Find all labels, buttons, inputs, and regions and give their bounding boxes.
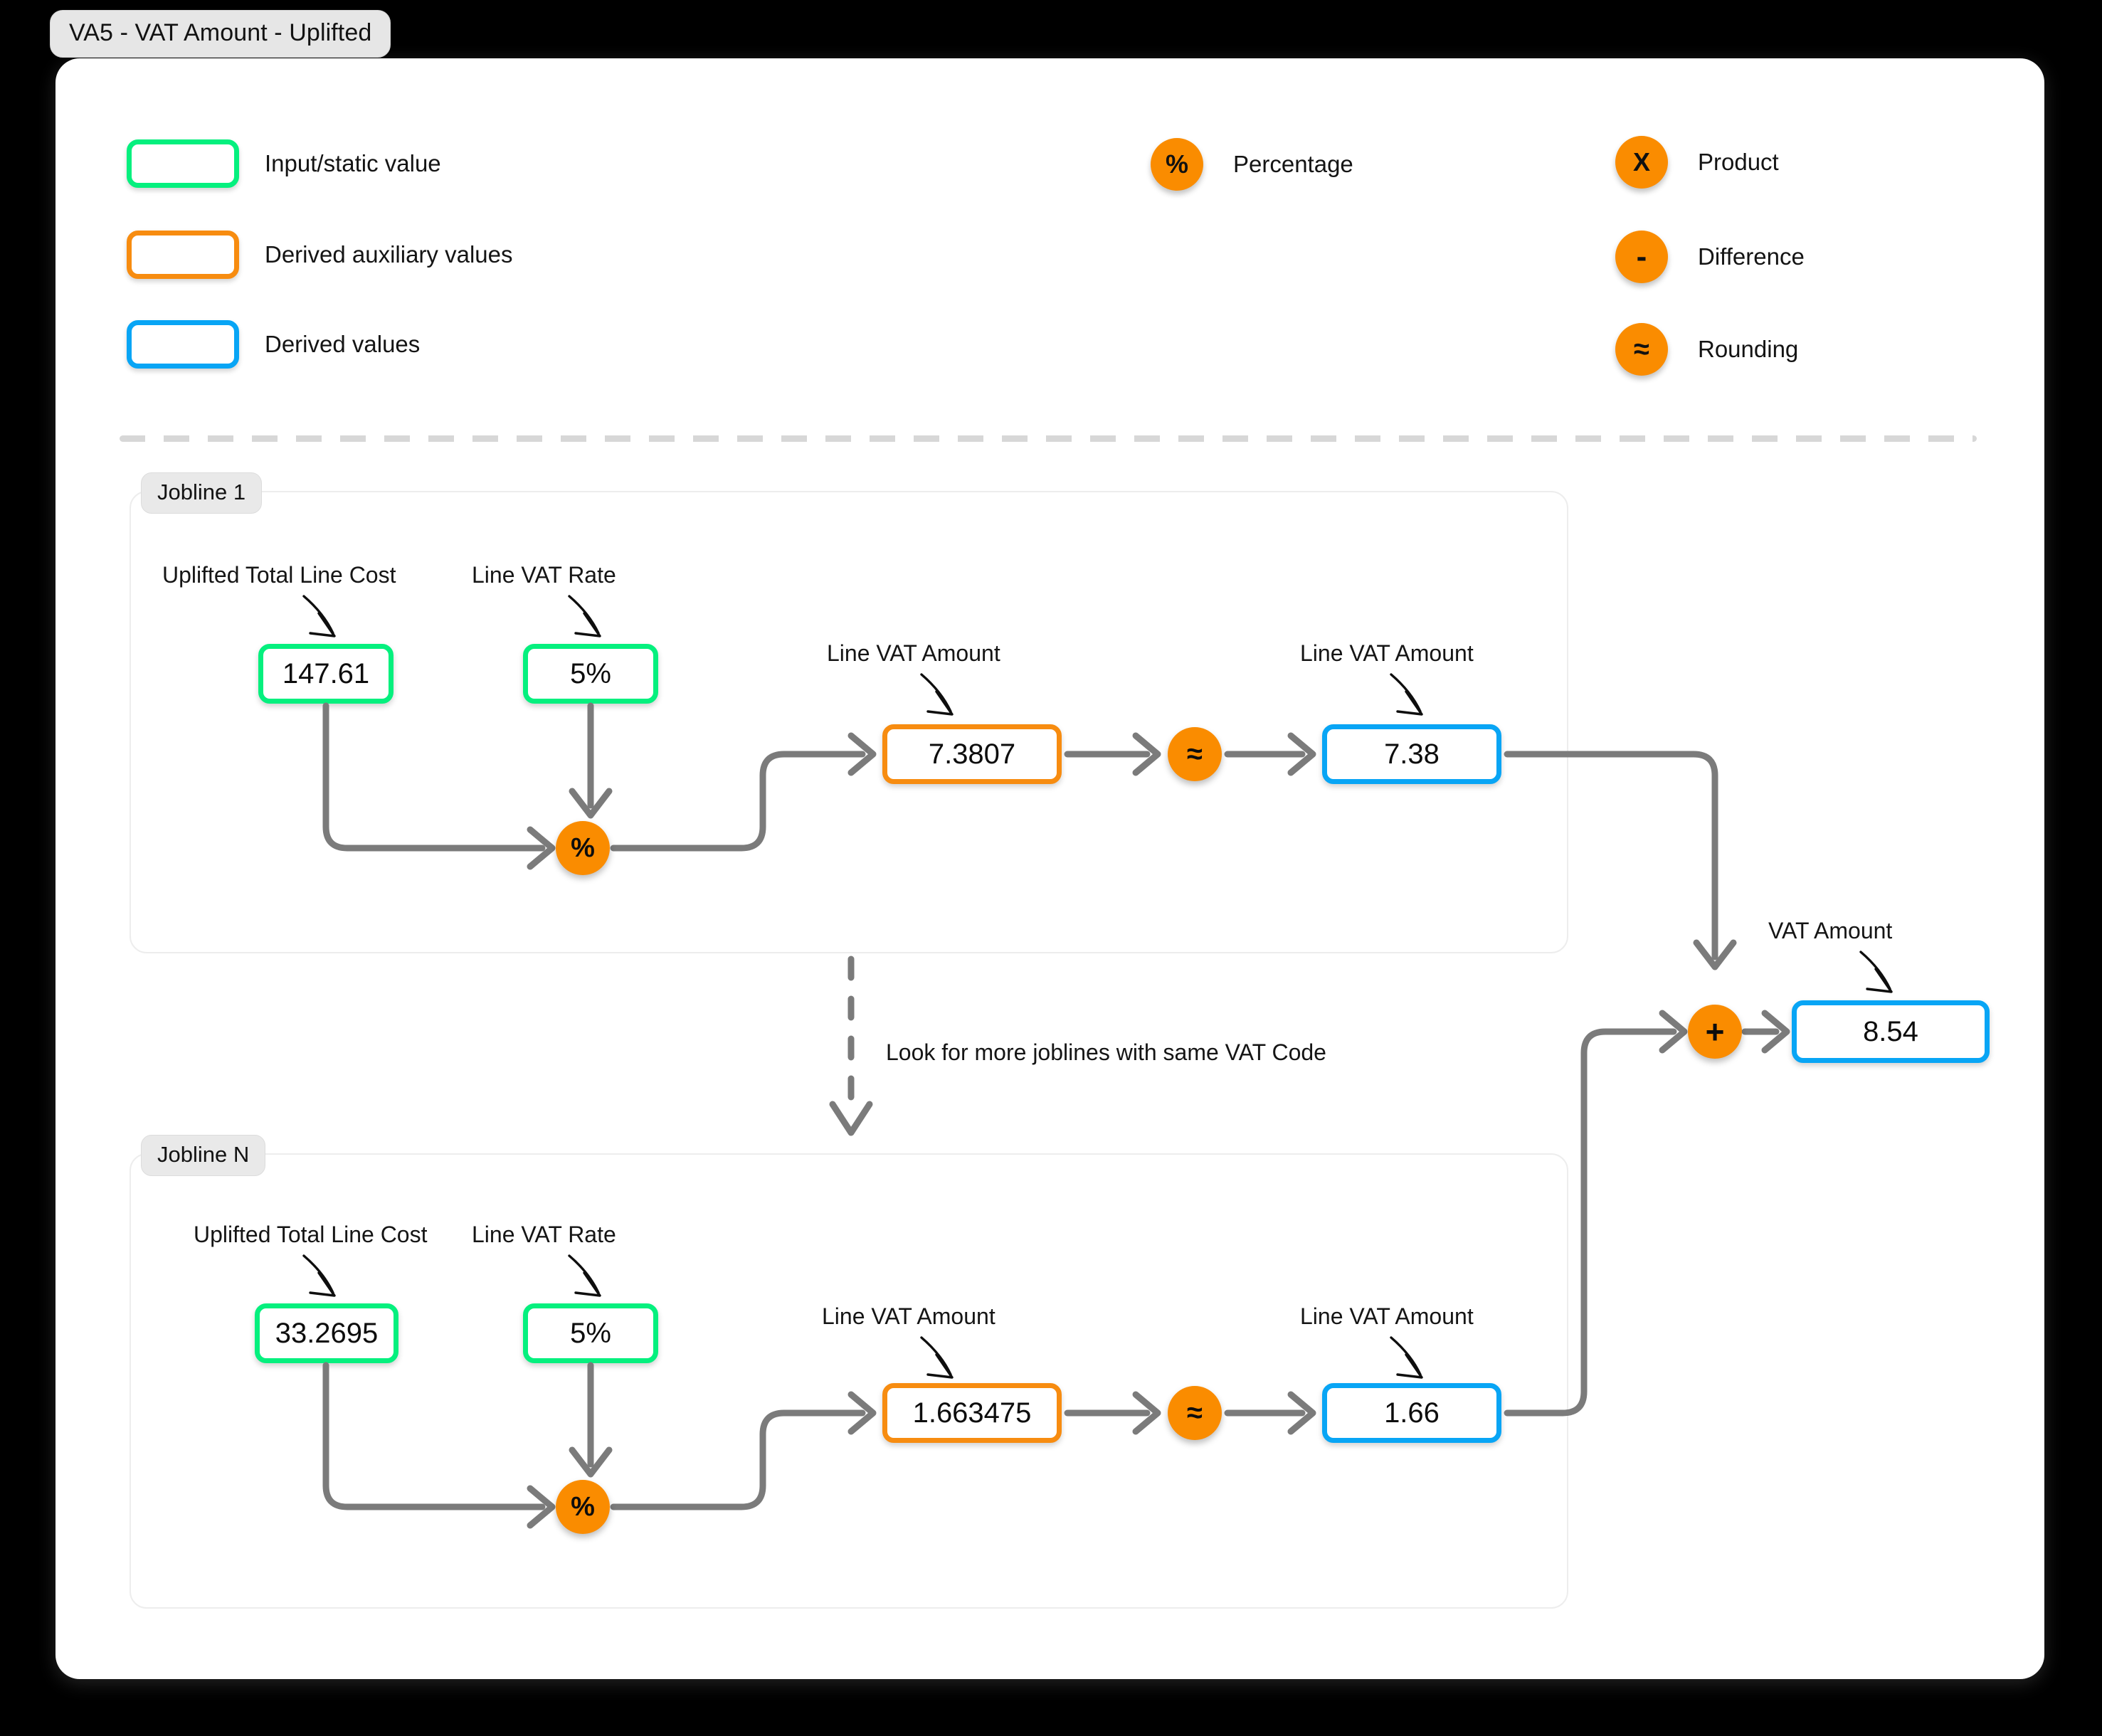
jobline-n-input-0-label: Uplifted Total Line Cost: [194, 1222, 428, 1247]
legend-label-input-static: Input/static value: [265, 150, 441, 176]
jobline-1-line-vat-amount-aux-value: 7.3807: [882, 724, 1062, 784]
legend-item-derived-values: Derived values: [127, 320, 420, 369]
jobline-1-badge: Jobline 1: [141, 472, 263, 514]
jobline-n-line-vat-rate-value: 5%: [523, 1303, 658, 1363]
jobline-1-line-vat-rate-value: 5%: [523, 644, 658, 704]
jobline-n-input-1-label: Line VAT Rate: [472, 1222, 616, 1247]
legend-item-input-static: Input/static value: [127, 139, 441, 188]
legend-item-derived-auxiliary: Derived auxiliary values: [127, 231, 512, 279]
jobline-1-aux-label: Line VAT Amount: [827, 640, 1000, 666]
legend-item-percentage: % Percentage: [1151, 138, 1353, 191]
legend-label-product: Product: [1698, 149, 1779, 175]
jobline-1-rounding-operator: ≈: [1168, 727, 1222, 781]
rounding-operator-icon: ≈: [1615, 323, 1668, 376]
percentage-operator-icon: %: [1151, 138, 1203, 191]
jobline-1-line-vat-amount-derived-value: 7.38: [1322, 724, 1501, 784]
legend-label-percentage: Percentage: [1233, 151, 1353, 177]
diagram-title: VA5 - VAT Amount - Uplifted: [50, 10, 391, 58]
difference-operator-icon: -: [1615, 231, 1668, 283]
legend-label-rounding: Rounding: [1698, 336, 1799, 362]
orange-rounded-box-icon: [127, 231, 239, 279]
jobline-1-input-1-label: Line VAT Rate: [472, 562, 616, 588]
jobline-1-derived-label: Line VAT Amount: [1300, 640, 1474, 666]
legend-divider: [120, 435, 1977, 442]
product-operator-icon: X: [1615, 136, 1668, 189]
legend-item-product: X Product: [1615, 136, 1779, 189]
legend-label-difference: Difference: [1698, 243, 1805, 270]
blue-rounded-box-icon: [127, 320, 239, 369]
jobline-n-rounding-operator: ≈: [1168, 1386, 1222, 1440]
jobline-1-percentage-operator: %: [556, 821, 610, 875]
jobline-n-aux-label: Line VAT Amount: [822, 1303, 995, 1329]
jobline-1-input-0-label: Uplifted Total Line Cost: [162, 562, 396, 588]
jobline-1-uplifted-total-line-cost-value: 147.61: [258, 644, 394, 704]
jobline-n-line-vat-amount-derived-value: 1.66: [1322, 1383, 1501, 1443]
jobline-n-percentage-operator: %: [556, 1480, 610, 1534]
vat-amount-value: 8.54: [1792, 1000, 1990, 1063]
vat-amount-label: VAT Amount: [1768, 918, 1893, 943]
jobline-n-line-vat-amount-aux-value: 1.663475: [882, 1383, 1062, 1443]
jobline-n-badge: Jobline N: [141, 1135, 266, 1176]
sum-operator: +: [1688, 1005, 1742, 1059]
jobline-1-panel: Jobline 1: [130, 472, 1568, 953]
jobline-n-derived-label: Line VAT Amount: [1300, 1303, 1474, 1329]
legend-item-rounding: ≈ Rounding: [1615, 323, 1798, 376]
green-rounded-box-icon: [127, 139, 239, 188]
legend-item-difference: - Difference: [1615, 231, 1805, 283]
legend-label-derived-auxiliary: Derived auxiliary values: [265, 241, 513, 268]
legend-label-derived-values: Derived values: [265, 331, 421, 357]
jobline-n-uplifted-total-line-cost-value: 33.2695: [255, 1303, 398, 1363]
flow-note-text: Look for more joblines with same VAT Cod…: [886, 1039, 1326, 1065]
